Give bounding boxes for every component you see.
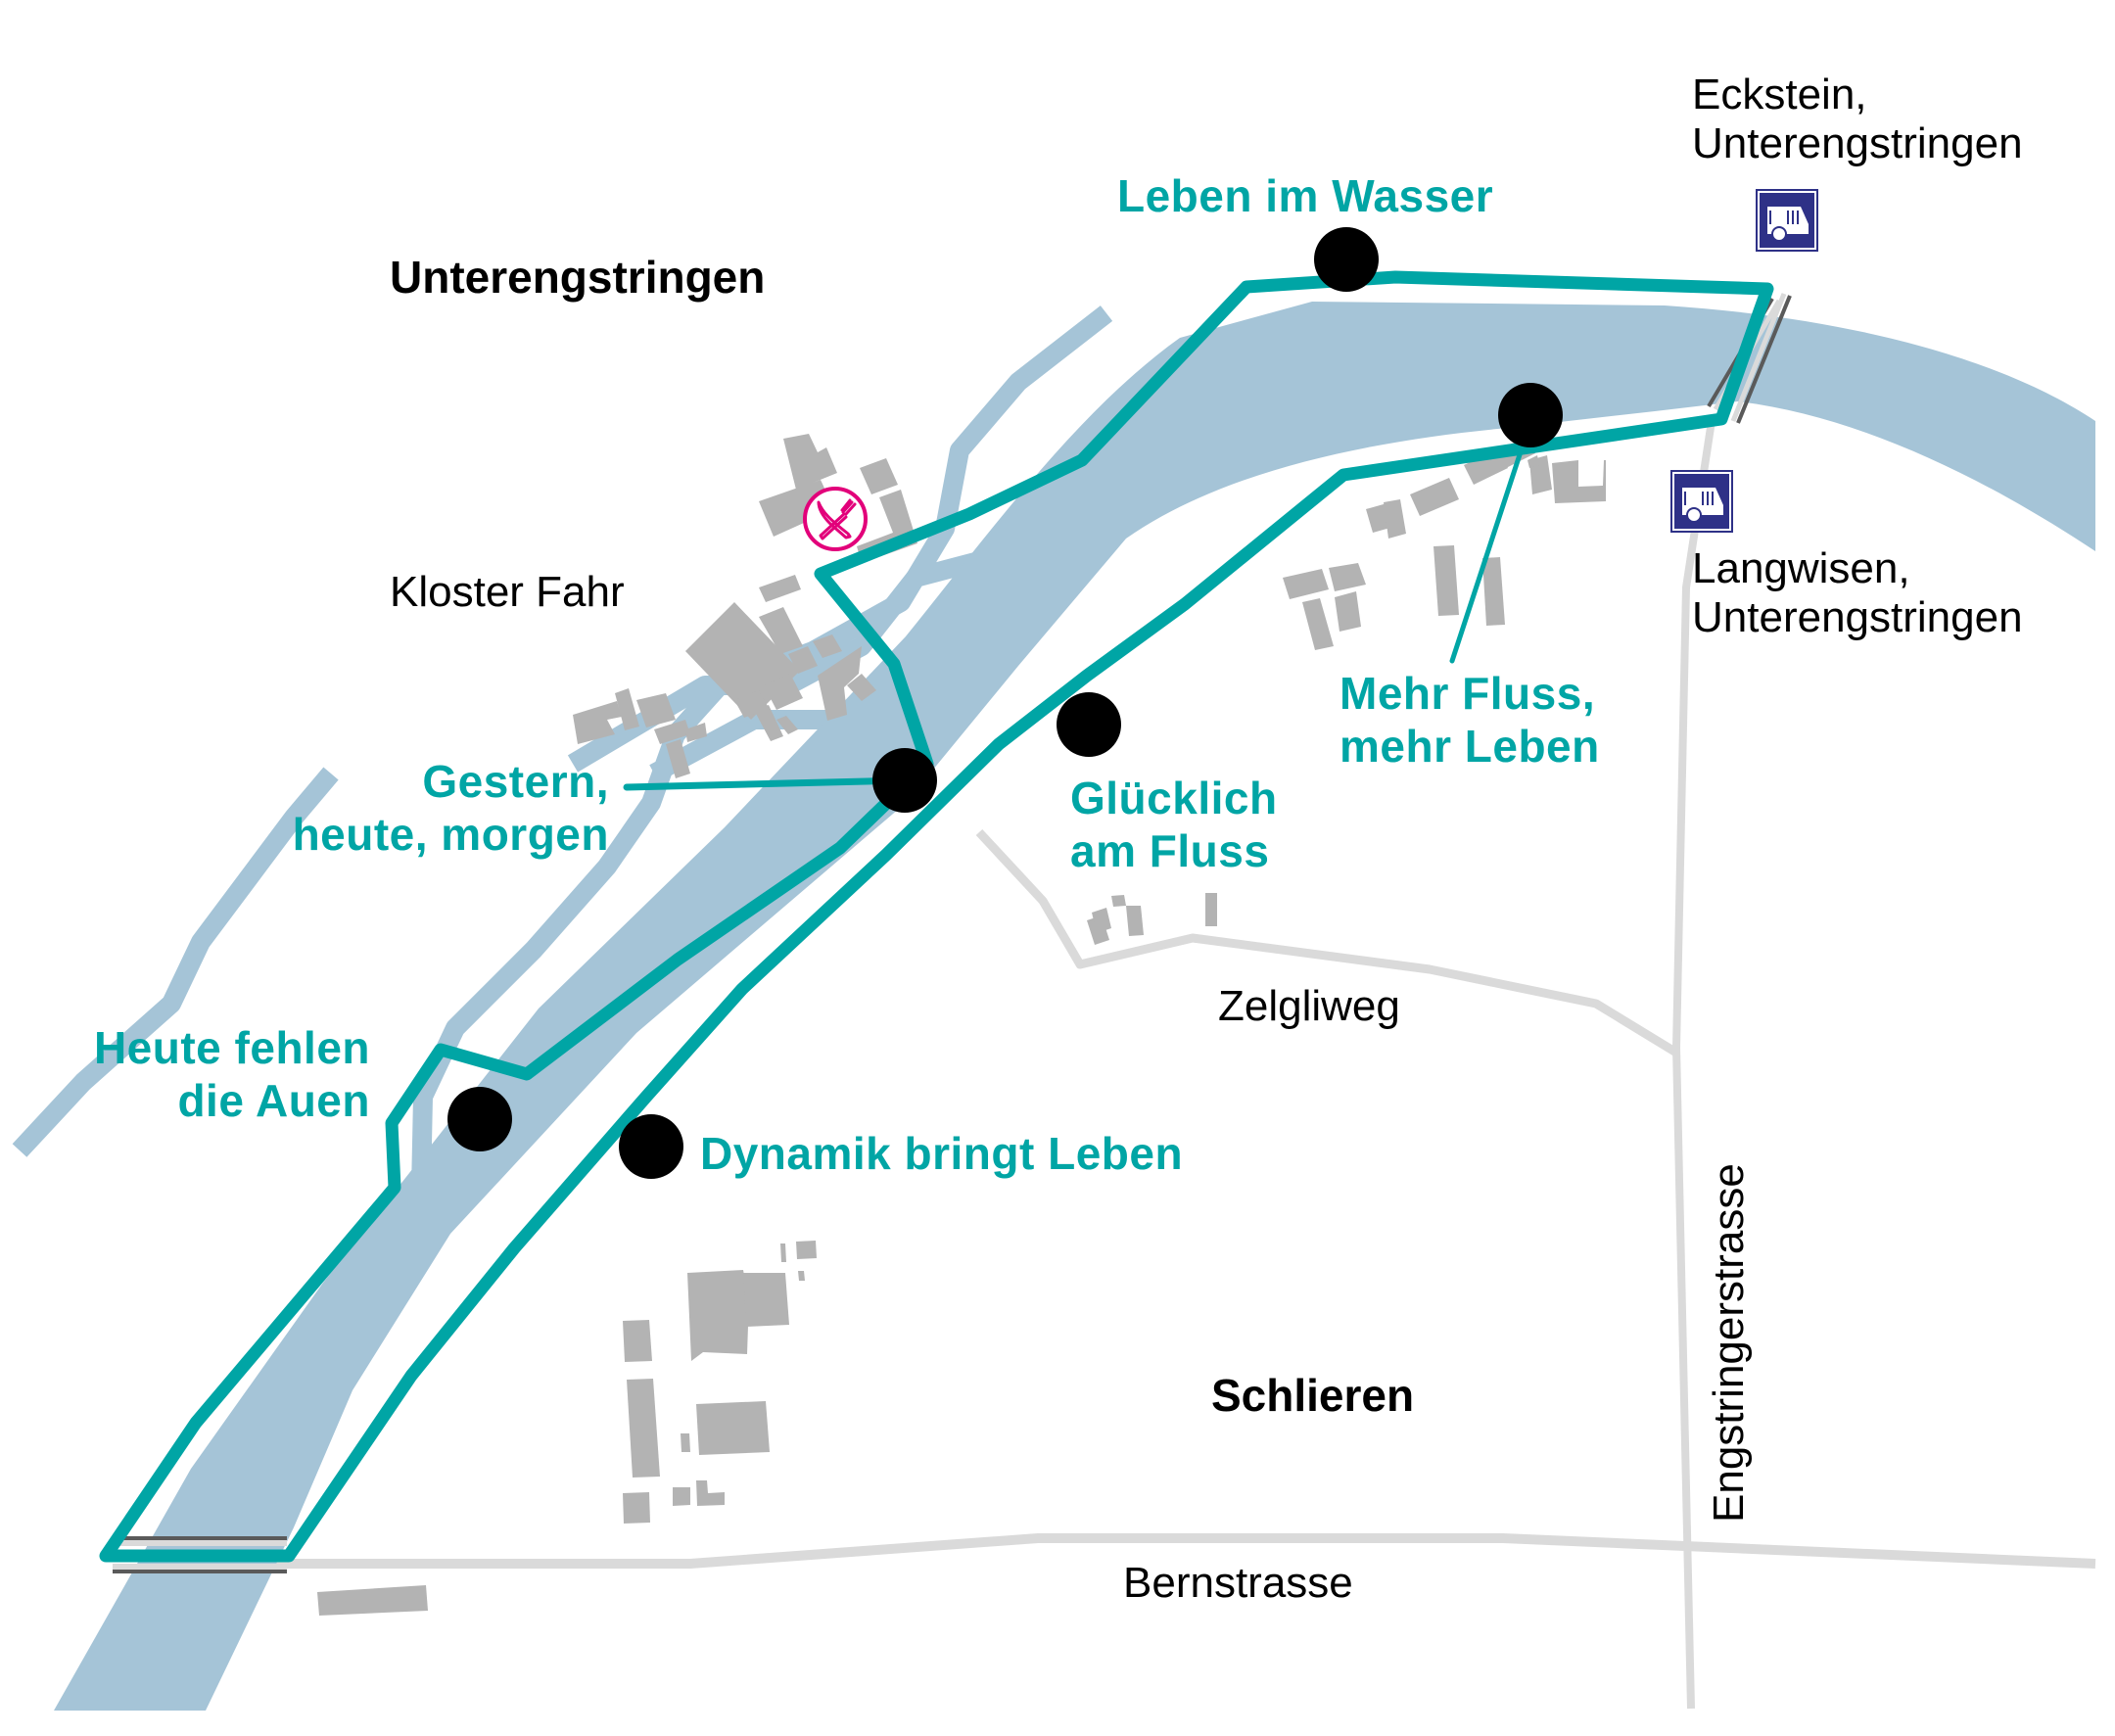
knife-fork-icon[interactable]	[801, 485, 870, 553]
building	[759, 575, 801, 602]
building	[818, 646, 862, 721]
station-label-line2: heute, morgen	[292, 809, 609, 860]
route-loop	[99, 270, 1774, 1563]
building	[654, 720, 690, 744]
station-dot-gestern[interactable]	[872, 748, 937, 813]
building	[1410, 478, 1459, 516]
building	[1482, 557, 1505, 626]
building	[627, 1379, 660, 1478]
road-bernstrasse	[274, 1533, 2096, 1569]
station-label-line1: Gestern,	[422, 756, 609, 807]
building	[623, 1320, 652, 1362]
building	[687, 1270, 772, 1361]
building	[1528, 455, 1539, 468]
building	[1302, 598, 1334, 650]
building	[696, 1401, 770, 1455]
building	[788, 646, 818, 674]
building	[685, 723, 707, 742]
bus-stop-icon-langwisen[interactable]	[1670, 470, 1733, 533]
building	[1434, 545, 1459, 616]
building	[1384, 499, 1406, 539]
building	[1111, 895, 1126, 907]
station-dot-dynamik[interactable]	[619, 1114, 683, 1179]
station-dot-leben-im-wasser[interactable]	[1314, 227, 1379, 292]
building	[681, 1433, 690, 1452]
bus-stop-label-line2: Unterengstringen	[1692, 119, 2023, 167]
building	[673, 1487, 690, 1506]
building	[813, 634, 842, 658]
building	[573, 701, 622, 744]
trail-route	[99, 270, 1774, 1563]
building	[1283, 569, 1329, 599]
building	[860, 458, 898, 494]
station-label-line1: Heute fehlen	[93, 1022, 370, 1073]
bus-stop-label-langwisen: Langwisen, Unterengstringen	[1692, 544, 2023, 642]
building	[696, 1480, 725, 1506]
building	[780, 1243, 786, 1262]
building	[1092, 908, 1111, 933]
bus-stop-icon-eckstein[interactable]	[1756, 189, 1818, 252]
stream-left	[12, 767, 339, 1157]
building	[615, 688, 639, 730]
road-label-engstringerstrasse: Engstringerstrasse	[1705, 1163, 1753, 1523]
river-limmat	[54, 302, 2095, 1711]
station-label-line1: Mehr Fluss,	[1340, 668, 1596, 719]
building	[1335, 591, 1361, 632]
building	[783, 434, 837, 490]
place-label-kloster-fahr: Kloster Fahr	[390, 568, 625, 616]
bus-stop-label-line2: Unterengstringen	[1692, 593, 2023, 641]
bus-stop-label-eckstein: Eckstein, Unterengstringen	[1692, 70, 2023, 168]
bus-stop-label-line1: Eckstein,	[1692, 70, 1867, 118]
building	[1126, 906, 1144, 936]
place-label-schlieren: Schlieren	[1211, 1370, 1415, 1421]
building	[847, 674, 876, 701]
building	[776, 716, 798, 734]
road-label-bernstrasse: Bernstrasse	[1123, 1559, 1353, 1607]
station-dot-heute-fehlen[interactable]	[447, 1087, 512, 1151]
station-label-leben-im-wasser[interactable]: Leben im Wasser	[1117, 170, 1494, 221]
building	[796, 1241, 817, 1259]
leader-mehr-fluss	[1449, 428, 1530, 664]
building	[636, 693, 676, 727]
bus-stop-label-line1: Langwisen,	[1692, 544, 1910, 592]
place-label-unterengstringen: Unterengstringen	[390, 252, 766, 303]
stream-inner	[411, 305, 1113, 1191]
building	[1329, 563, 1366, 591]
station-dot-mehr-fluss[interactable]	[1498, 383, 1563, 447]
building	[764, 674, 803, 710]
road-zelgliweg	[975, 828, 1679, 1056]
station-dot-gluecklich[interactable]	[1057, 692, 1121, 757]
building	[1552, 460, 1606, 503]
building	[798, 1271, 805, 1281]
station-label-gestern[interactable]: Gestern, heute, morgen	[225, 755, 609, 861]
buildings	[317, 434, 1606, 1616]
building	[1205, 893, 1217, 926]
building	[759, 607, 803, 654]
building	[317, 1585, 428, 1616]
station-label-line2: mehr Leben	[1340, 721, 1600, 772]
building	[743, 1273, 789, 1327]
station-label-line2: am Fluss	[1070, 825, 1270, 876]
building	[754, 705, 783, 741]
station-label-line1: Glücklich	[1070, 773, 1278, 823]
building	[623, 1492, 650, 1524]
road-label-zelgliweg: Zelgliweg	[1218, 982, 1400, 1030]
leader-gestern	[623, 776, 909, 791]
building	[666, 739, 690, 778]
station-label-line2: die Auen	[177, 1075, 370, 1126]
station-label-mehr-fluss[interactable]: Mehr Fluss, mehr Leben	[1340, 667, 1600, 773]
station-label-heute-fehlen[interactable]: Heute fehlen die Auen	[20, 1021, 370, 1127]
station-dots	[447, 227, 1563, 1179]
station-label-gluecklich[interactable]: Glücklich am Fluss	[1070, 772, 1278, 877]
station-label-dynamik[interactable]: Dynamik bringt Leben	[700, 1128, 1184, 1179]
